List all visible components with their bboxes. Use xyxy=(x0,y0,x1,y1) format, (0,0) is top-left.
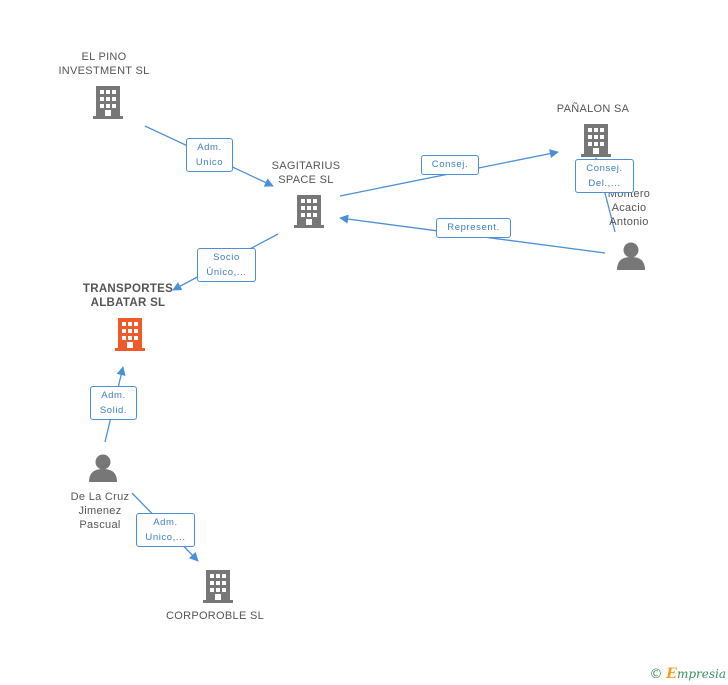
building-icon-corporoble[interactable] xyxy=(203,570,233,603)
copyright-symbol: © xyxy=(649,667,663,682)
node-label-panalon[interactable]: PAÑALON SA xyxy=(556,103,630,115)
brand-initial: E xyxy=(666,666,677,682)
relationship-box-montero-sagitarius[interactable]: Represent. xyxy=(436,218,511,238)
relationship-box-de-la-cruz-corporoble[interactable]: Adm. Unico,... xyxy=(136,513,195,547)
empresia-watermark: © Empresia xyxy=(649,666,726,682)
node-label-de-la-cruz[interactable]: De La Cruz Jimenez Pascual xyxy=(70,491,130,531)
node-label-transportes[interactable]: TRANSPORTES ALBATAR SL xyxy=(82,283,174,309)
person-icon-montero[interactable] xyxy=(617,242,645,271)
building-icon-panalon[interactable] xyxy=(581,124,611,157)
building-icon-sagitarius[interactable] xyxy=(294,195,324,228)
relationship-box-sagitarius-panalon[interactable]: Consej. xyxy=(421,155,479,175)
brand-name: mpresia xyxy=(676,667,726,681)
relationship-box-el-pino-sagitarius[interactable]: Adm. Unico xyxy=(186,138,233,172)
relationship-box-de-la-cruz-transportes[interactable]: Adm. Solid. xyxy=(90,386,137,420)
building-icon-el-pino[interactable] xyxy=(93,86,123,119)
node-label-montero[interactable]: Montero Acacio Antonio xyxy=(607,188,651,228)
person-icon-de-la-cruz[interactable] xyxy=(89,454,117,483)
node-label-sagitarius[interactable]: SAGITARIUS SPACE SL xyxy=(271,160,341,186)
relationship-box-sagitarius-transportes[interactable]: Socio Único,... xyxy=(197,248,256,282)
node-label-el-pino[interactable]: EL PINO INVESTMENT SL xyxy=(58,51,150,77)
building-icon-transportes[interactable] xyxy=(115,318,145,351)
relationship-box-montero-panalon[interactable]: Consej. Del.,... xyxy=(575,159,634,193)
node-label-corporoble[interactable]: CORPOROBLE SL xyxy=(165,610,265,622)
